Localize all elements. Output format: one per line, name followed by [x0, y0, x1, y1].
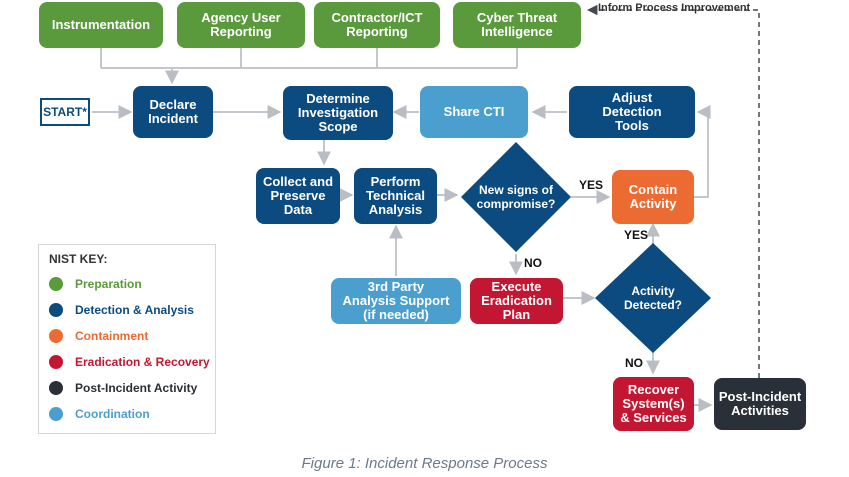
yes-label-activity-detected: YES — [624, 228, 649, 242]
contain-activity-node: Contain Activity — [612, 170, 694, 224]
activity-detected-label: Activity Detected? — [623, 284, 682, 312]
declare-incident-node: Declare Incident — [133, 86, 213, 138]
detection-dot-icon — [49, 303, 63, 317]
perform-technical-analysis-node: Perform Technical Analysis — [354, 168, 437, 224]
recover-systems-services-node: Recover System(s) & Services — [613, 377, 694, 431]
key-item-label: Detection & Analysis — [75, 303, 194, 317]
post-incident-activities-node: Post-Incident Activities — [714, 378, 806, 430]
no-label-activity-detected: NO — [625, 356, 643, 370]
new-signs-of-compromise-label: New signs of compromise? — [476, 183, 556, 211]
no-label-new-signs: NO — [524, 256, 542, 270]
key-item-detection-analysis: Detection & Analysis — [49, 303, 194, 317]
new-signs-diamond — [461, 142, 571, 252]
collect-preserve-data-node: Collect and Preserve Data — [256, 168, 340, 224]
share-cti-node: Share CTI — [420, 86, 528, 138]
agency-user-reporting-node: Agency User Reporting — [177, 2, 305, 48]
contractor-ict-reporting-node: Contractor/ICT Reporting — [314, 2, 440, 48]
key-item-label: Preparation — [75, 277, 142, 291]
instrumentation-node: Instrumentation — [39, 2, 163, 48]
nist-key-legend: NIST KEY: Preparation Detection & Analys… — [38, 244, 216, 434]
cyber-threat-intelligence-node: Cyber Threat Intelligence — [453, 2, 581, 48]
determine-investigation-scope-node: Determine Investigation Scope — [283, 86, 393, 140]
containment-dot-icon — [49, 329, 63, 343]
third-party-analysis-support-node: 3rd Party Analysis Support (if needed) — [331, 278, 461, 324]
key-item-label: Post-Incident Activity — [75, 381, 198, 395]
eradication-dot-icon — [49, 355, 63, 369]
key-item-label: Eradication & Recovery — [75, 355, 210, 369]
yes-label-new-signs: YES — [579, 178, 604, 192]
key-item-label: Coordination — [75, 407, 150, 421]
start-node: START* — [40, 98, 90, 126]
inform-process-improvement-label: Inform Process Improvement — [598, 2, 751, 14]
activity-detected-diamond — [595, 243, 711, 353]
key-item-containment: Containment — [49, 329, 148, 343]
preparation-dot-icon — [49, 277, 63, 291]
post-incident-dot-icon — [49, 381, 63, 395]
key-item-preparation: Preparation — [49, 277, 142, 291]
figure-caption: Figure 1: Incident Response Process — [301, 455, 548, 472]
nist-key-title: NIST KEY: — [49, 252, 108, 266]
execute-eradication-plan-node: Execute Eradication Plan — [470, 278, 563, 324]
key-item-eradication-recovery: Eradication & Recovery — [49, 355, 210, 369]
key-item-coordination: Coordination — [49, 407, 150, 421]
adjust-detection-tools-node: Adjust Detection Tools — [569, 86, 695, 138]
coordination-dot-icon — [49, 407, 63, 421]
key-item-label: Containment — [75, 329, 149, 343]
key-item-post-incident: Post-Incident Activity — [49, 381, 197, 395]
